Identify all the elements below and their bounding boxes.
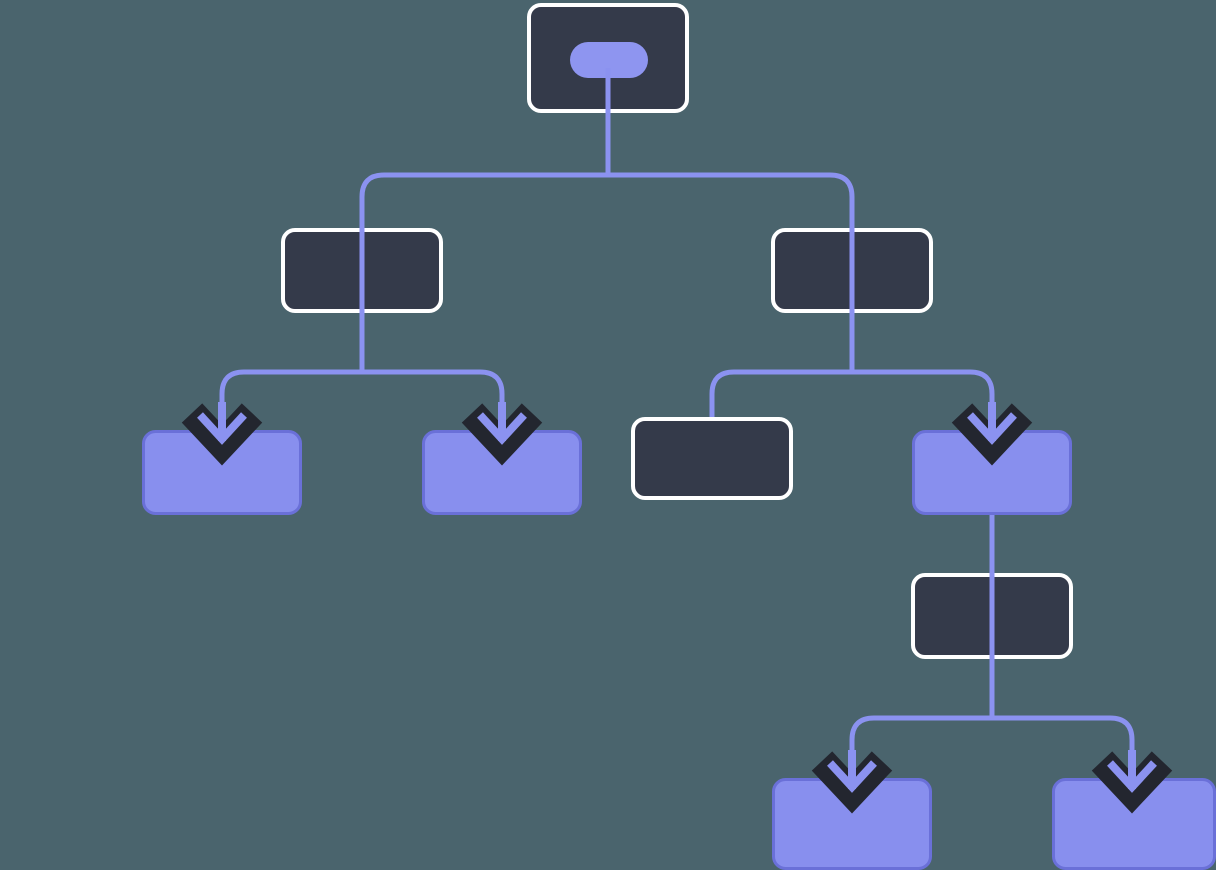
edge-level2-left-to-leaf-2	[359, 313, 505, 430]
edge-root-to-level2-left	[359, 113, 611, 228]
arrowhead-purple-branch	[951, 402, 1033, 466]
edge-level2-right-to-purple-branch	[849, 313, 995, 430]
arrowhead-leaf-2-dark-chevron	[461, 403, 543, 466]
nodes-layer	[142, 3, 1216, 870]
arrowhead-purple-branch-light-chevron	[967, 412, 1017, 445]
arrowhead-leaf-2-light-chevron	[477, 412, 527, 445]
arrowhead-purple-branch-dark-chevron	[951, 403, 1033, 466]
arrowhead-leaf-4-dark-chevron	[1091, 751, 1173, 814]
arrowheads-layer	[181, 402, 1173, 814]
edge-level4-dark-to-leaf-3	[849, 659, 995, 778]
edge-level2-left-to-leaf-1	[219, 313, 365, 430]
root-node[interactable]	[527, 3, 689, 113]
edges-layer	[219, 113, 1135, 778]
arrowhead-leaf-1-light-chevron	[197, 412, 247, 445]
arrowhead-leaf-2	[461, 402, 543, 466]
arrowhead-leaf-4	[1091, 750, 1173, 814]
arrowhead-leaf-3-dark-chevron	[811, 751, 893, 814]
arrowhead-leaf-4-light-chevron	[1107, 760, 1157, 793]
edge-level2-right-to-dark-leaf	[709, 313, 855, 417]
arrowhead-leaf-1-dark-chevron	[181, 403, 263, 466]
arrowhead-leaf-3-light-chevron	[827, 760, 877, 793]
internal-lines-layer	[359, 68, 995, 659]
arrowhead-leaf-3	[811, 750, 893, 814]
arrowhead-leaf-1	[181, 402, 263, 466]
dark-leaf-node[interactable]	[631, 417, 793, 500]
dark-leaf-node-shape	[631, 417, 793, 500]
root-pill-badge	[570, 42, 648, 78]
edge-root-to-level2-right	[605, 113, 855, 228]
edge-level4-dark-to-leaf-4	[989, 659, 1135, 778]
